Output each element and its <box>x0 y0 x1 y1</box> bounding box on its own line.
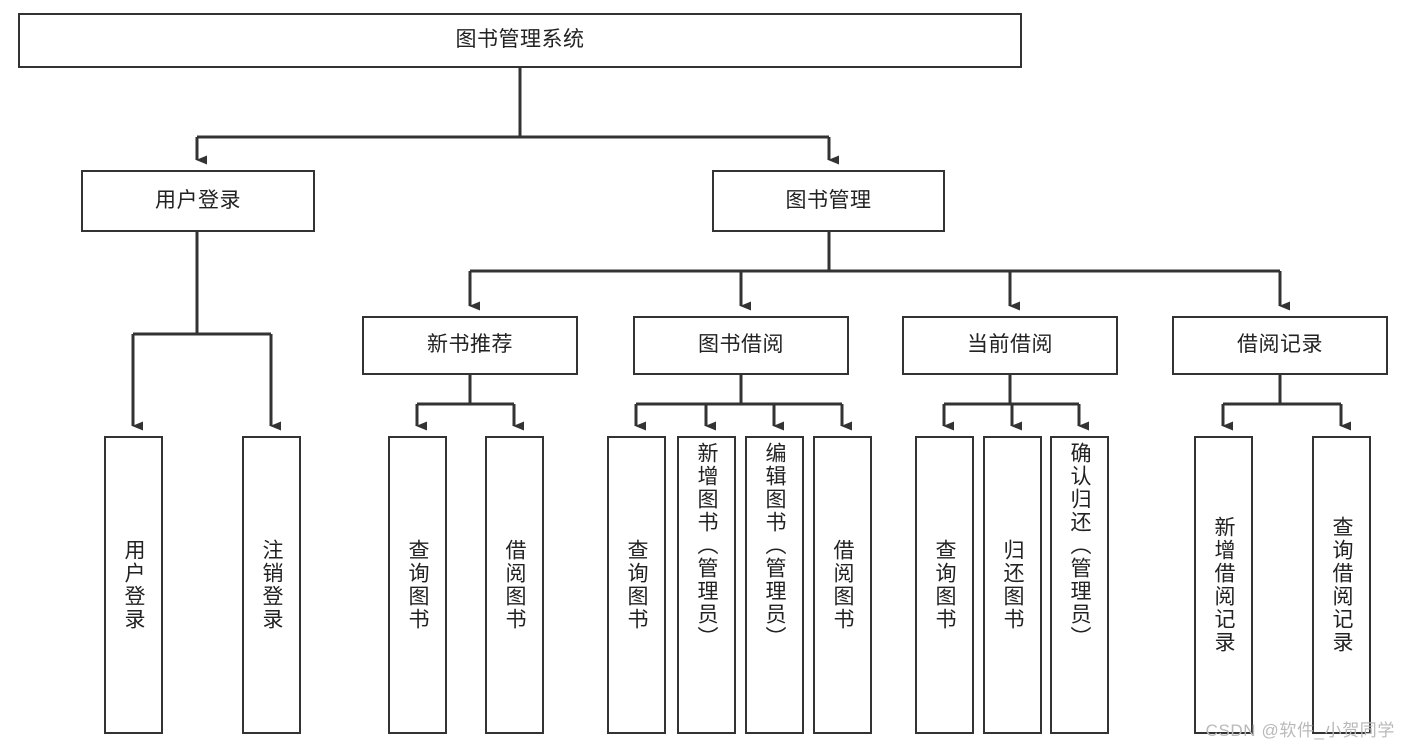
node-label: 借阅图书 <box>831 539 854 631</box>
node-label: 查询图书 <box>406 539 429 631</box>
node-leaf-add-book[interactable]: 新增图书（管理员） <box>677 436 736 734</box>
node-label: 图书借阅 <box>698 333 784 357</box>
node-book-manage[interactable]: 图书管理 <box>712 170 945 232</box>
node-label: 新增借阅记录 <box>1212 516 1235 654</box>
node-label: 用户登录 <box>122 539 145 631</box>
node-label: 查询图书 <box>625 539 648 631</box>
node-leaf-edit-book[interactable]: 编辑图书（管理员） <box>745 436 804 734</box>
node-leaf-query-book-borrow[interactable]: 查询图书 <box>607 436 666 734</box>
node-leaf-query-book-current[interactable]: 查询图书 <box>915 436 974 734</box>
node-leaf-query-borrow-record[interactable]: 查询借阅记录 <box>1312 436 1371 734</box>
node-current-borrow[interactable]: 当前借阅 <box>902 316 1118 375</box>
node-label: 当前借阅 <box>967 333 1053 357</box>
node-new-book-recommend[interactable]: 新书推荐 <box>362 316 578 375</box>
node-label: 新增图书（管理员） <box>695 442 718 649</box>
node-leaf-confirm-return[interactable]: 确认归还（管理员） <box>1050 436 1109 734</box>
node-leaf-user-login[interactable]: 用户登录 <box>104 436 163 734</box>
node-label: 编辑图书（管理员） <box>763 442 786 649</box>
node-label: 新书推荐 <box>427 333 513 357</box>
node-label: 注销登录 <box>260 539 283 631</box>
node-label: 借阅记录 <box>1237 333 1323 357</box>
node-leaf-borrow-book[interactable]: 借阅图书 <box>813 436 872 734</box>
node-leaf-add-borrow-record[interactable]: 新增借阅记录 <box>1194 436 1253 734</box>
node-label: 图书管理系统 <box>455 28 585 52</box>
node-label: 归还图书 <box>1001 539 1024 631</box>
node-leaf-return-book[interactable]: 归还图书 <box>983 436 1042 734</box>
node-label: 查询借阅记录 <box>1330 516 1353 654</box>
node-label: 查询图书 <box>933 539 956 631</box>
node-label: 图书管理 <box>785 188 872 212</box>
node-leaf-logout[interactable]: 注销登录 <box>242 436 301 734</box>
node-label: 用户登录 <box>155 188 241 212</box>
node-leaf-query-book-recommend[interactable]: 查询图书 <box>388 436 447 734</box>
node-leaf-borrow-book-recommend[interactable]: 借阅图书 <box>485 436 544 734</box>
node-borrow-record[interactable]: 借阅记录 <box>1172 316 1388 375</box>
node-label: 借阅图书 <box>503 539 526 631</box>
node-root-system[interactable]: 图书管理系统 <box>18 13 1022 68</box>
node-user-login[interactable]: 用户登录 <box>81 170 315 232</box>
node-label: 确认归还（管理员） <box>1068 442 1091 649</box>
node-book-borrow[interactable]: 图书借阅 <box>633 316 849 375</box>
